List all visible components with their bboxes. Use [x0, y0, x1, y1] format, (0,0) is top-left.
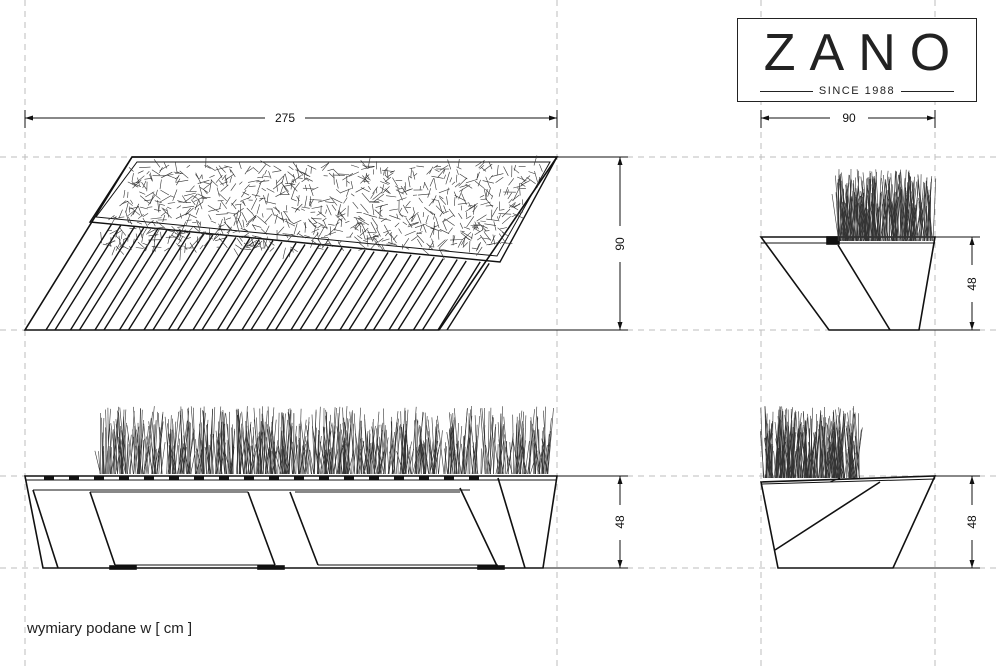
logo-rule-left: [760, 91, 818, 92]
dimension-48-side-front-label: 48: [965, 515, 979, 529]
dimension-90-vertical: [439, 156, 628, 331]
brand-tagline-text: SINCE 1988: [812, 85, 902, 97]
front-view-slat-ends: [44, 476, 479, 480]
front-view: [24, 405, 558, 570]
dimension-48-front-label: 48: [613, 515, 627, 529]
side-view-top-body: [759, 236, 936, 331]
front-view-grass: [94, 405, 554, 475]
brand-logo-word: ZANO: [763, 24, 965, 82]
dimension-90-horizontal-label: 90: [842, 111, 856, 125]
side-view-top: [759, 168, 937, 331]
top-view-planter-rim: [88, 156, 559, 263]
top-view-planter-inner: [95, 161, 551, 257]
units-note: wymiary podane w [ cm ]: [27, 620, 193, 637]
dimension-48-side-front: [893, 475, 980, 569]
brand-logo: ZANO SINCE 1988: [737, 18, 977, 102]
dimension-90-vertical-label: 90: [613, 237, 627, 251]
top-view-grass: [100, 155, 543, 261]
side-view-top-grass: [831, 168, 937, 242]
dimension-48-front: [543, 475, 628, 569]
top-view: [23, 155, 559, 331]
side-view-front-grass: [760, 406, 863, 479]
dimension-48-side-top-label: 48: [965, 277, 979, 291]
brand-tagline: SINCE 1988: [738, 85, 976, 97]
dimension-90-horizontal: [760, 110, 936, 128]
side-view-front-body: [760, 475, 937, 569]
dimension-275: [24, 110, 558, 128]
logo-rule-right: [896, 91, 954, 92]
dimension-275-label: 275: [275, 111, 295, 125]
dimension-48-side-top: [919, 236, 980, 331]
side-view-front: [760, 406, 937, 569]
